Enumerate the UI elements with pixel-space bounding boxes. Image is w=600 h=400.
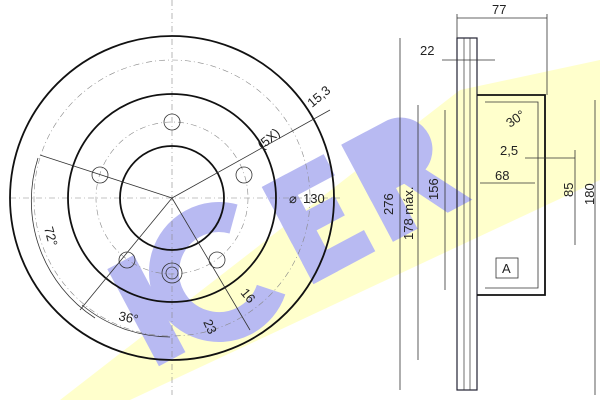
d156-label: 156 xyxy=(426,178,441,200)
angle-72-label: 72° xyxy=(41,225,61,248)
offset-label: 2,5 xyxy=(500,143,518,158)
bolt-hole xyxy=(235,166,253,184)
small-hole-inner xyxy=(165,266,179,280)
bolt-hole xyxy=(91,166,109,184)
logo-letter-i xyxy=(107,255,186,367)
bolt-hole xyxy=(163,113,181,131)
thickness-label: 22 xyxy=(420,43,434,58)
center-bore-circle xyxy=(119,145,225,251)
outer-rim-circle xyxy=(9,35,335,361)
holes-count-label: (5X) xyxy=(254,125,282,152)
d178-label: 178 máx. xyxy=(401,187,416,240)
small-hole-outer-label: 23 xyxy=(200,317,220,336)
front-view: (5X) 15,3 ⌀ 130 72° 36° 16 23 xyxy=(9,0,340,395)
logo-letter-e xyxy=(261,154,376,285)
bolt-circle-label: 130 xyxy=(303,191,325,206)
angle-36-label: 36° xyxy=(117,308,139,327)
small-hole-outer xyxy=(161,262,183,284)
overall-height-label: 77 xyxy=(492,2,506,17)
d85-label: 85 xyxy=(561,183,576,197)
datum-label: A xyxy=(502,261,511,276)
disc-section xyxy=(456,37,478,391)
bolt-hole xyxy=(208,251,226,269)
d180-label: 180 xyxy=(582,183,597,205)
diameter-symbol: ⌀ xyxy=(289,191,297,206)
side-view: 77 22 30° 2,5 68 276 178 máx. 156 85 180… xyxy=(381,2,597,395)
datum-box xyxy=(495,257,519,279)
hole-diameter-label: 15,3 xyxy=(304,83,333,111)
bolt-hole xyxy=(118,251,136,269)
hat-section xyxy=(477,94,546,296)
depth-label: 68 xyxy=(495,168,509,183)
logo-letter-c xyxy=(149,202,286,343)
d276-label: 276 xyxy=(381,193,396,215)
hat-circle xyxy=(67,93,277,303)
